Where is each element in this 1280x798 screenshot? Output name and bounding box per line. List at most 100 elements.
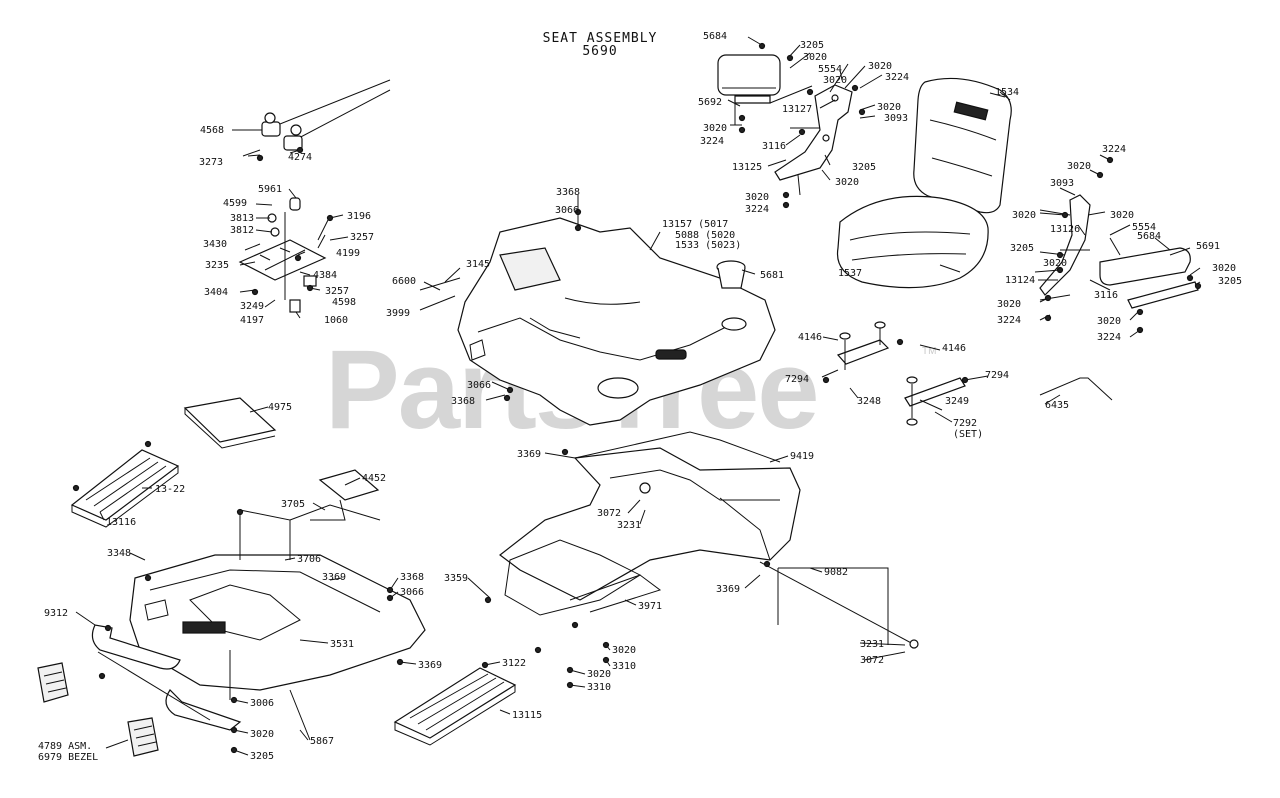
part-label: 13126 <box>1050 224 1080 235</box>
part-label: 3369 <box>322 572 346 583</box>
part-label: 1534 <box>995 87 1019 98</box>
part-label: 3020 <box>997 299 1021 310</box>
part-label: 3231 <box>860 639 884 650</box>
part-label: 3369 <box>517 449 541 460</box>
part-label: 3224 <box>700 136 724 147</box>
part-label: 3812 <box>230 225 254 236</box>
step-plate <box>183 397 277 449</box>
part-label: 3020 <box>612 645 636 656</box>
part-label: 3224 <box>885 72 909 83</box>
part-label: 5691 <box>1196 241 1220 252</box>
front-bumper <box>91 624 242 731</box>
seat-rod <box>1039 377 1113 401</box>
part-label: 4598 <box>332 297 356 308</box>
part-label: 3020 <box>1097 316 1121 327</box>
part-label: 3072 <box>860 655 884 666</box>
part-label: 5867 <box>310 736 334 747</box>
part-label: 13124 <box>1005 275 1035 286</box>
part-label: 3224 <box>1097 332 1121 343</box>
part-label: 3020 <box>745 192 769 203</box>
part-label: 6435 <box>1045 400 1069 411</box>
part-label: 3257 <box>325 286 349 297</box>
part-label: 3257 <box>350 232 374 243</box>
part-label: 13157 (5017 <box>662 219 728 230</box>
part-label: 3404 <box>204 287 228 298</box>
part-label: 4452 <box>362 473 386 484</box>
part-label: 13127 <box>782 104 812 115</box>
headlight-right <box>127 717 159 757</box>
part-label: 5554 <box>818 64 842 75</box>
part-label: 4789 ASM. <box>38 741 92 752</box>
foot-pad-right <box>393 667 517 746</box>
fender-body <box>419 217 776 426</box>
part-label: 5692 <box>698 97 722 108</box>
part-label: 3368 <box>400 572 424 583</box>
part-label: 3020 <box>1012 210 1036 221</box>
armrest-left <box>717 54 813 125</box>
hardware-bolts <box>72 42 1202 754</box>
throttle-cables <box>242 79 391 157</box>
part-label: 5088 (5020 <box>675 230 735 241</box>
headlight-left <box>37 662 69 703</box>
seat-bracket-left <box>774 69 853 196</box>
part-label: 3971 <box>638 601 662 612</box>
part-label: 3093 <box>1050 178 1074 189</box>
part-label: 5684 <box>1137 231 1161 242</box>
part-label: 3020 <box>703 123 727 134</box>
part-label: 3116 <box>1094 290 1118 301</box>
foot-pad-left <box>70 449 180 528</box>
part-label: 4197 <box>240 315 264 326</box>
part-label: 4599 <box>223 198 247 209</box>
diagram-subtitle: 5690 <box>582 44 618 59</box>
part-label: 7294 <box>785 374 809 385</box>
seat-hinge-plate <box>836 321 966 426</box>
part-label: 3224 <box>1102 144 1126 155</box>
part-label: 3205 <box>250 751 274 762</box>
part-label: 6600 <box>392 276 416 287</box>
part-label: 3249 <box>240 301 264 312</box>
part-label: 3072 <box>597 508 621 519</box>
part-label: 3020 <box>835 177 859 188</box>
part-labels: 5684 3205 3020 5554 3020 3020 3224 5692 … <box>38 31 1242 763</box>
part-label: 3020 <box>1067 161 1091 172</box>
watermark-tm: TM <box>922 346 937 357</box>
part-label: 3368 <box>451 396 475 407</box>
part-label: 3122 <box>502 658 526 669</box>
part-label: 3205 <box>1218 276 1242 287</box>
part-label: 6979 BEZEL <box>38 752 98 763</box>
part-label: 4384 <box>313 270 337 281</box>
drive-rod <box>759 561 919 649</box>
seat-cushion <box>836 195 989 289</box>
part-label: (SET) <box>953 429 983 440</box>
frame-bracket <box>310 469 380 521</box>
part-label: 3020 <box>823 75 847 86</box>
part-label: 3020 <box>803 52 827 63</box>
part-label: 3205 <box>1010 243 1034 254</box>
part-label: 3706 <box>297 554 321 565</box>
part-label: 3310 <box>587 682 611 693</box>
part-label: 3273 <box>199 157 223 168</box>
part-label: 3248 <box>857 396 881 407</box>
part-label: 9082 <box>824 567 848 578</box>
part-label: 4975 <box>268 402 292 413</box>
cup-holder <box>716 260 746 289</box>
part-label: 5961 <box>258 184 282 195</box>
part-label: 1060 <box>324 315 348 326</box>
part-label: 3145 <box>466 259 490 270</box>
part-label: 3705 <box>281 499 305 510</box>
part-label: 4568 <box>200 125 224 136</box>
part-label: 3020 <box>1212 263 1236 274</box>
part-label: 5684 <box>703 31 727 42</box>
part-label: 3093 <box>884 113 908 124</box>
part-label: 3368 <box>556 187 580 198</box>
part-label: 13-22 <box>155 484 185 495</box>
part-label: 3369 <box>716 584 740 595</box>
part-label: 4199 <box>336 248 360 259</box>
part-label: 3531 <box>330 639 354 650</box>
part-label: 3020 <box>868 61 892 72</box>
part-label: 3196 <box>347 211 371 222</box>
part-label: 3116 <box>762 141 786 152</box>
part-label: 1537 <box>838 268 862 279</box>
seat-back <box>913 77 1012 214</box>
